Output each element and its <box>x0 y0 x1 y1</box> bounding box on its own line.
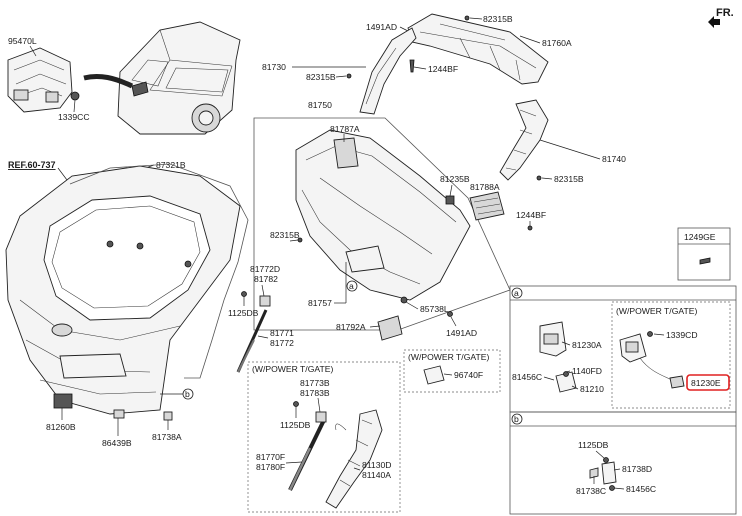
label-81780F: 81780F <box>256 462 285 472</box>
trim-81760A-illustration <box>407 13 549 85</box>
module-95470L-illustration <box>7 47 80 113</box>
label-81750: 81750 <box>308 100 332 110</box>
label-1140FD: 1140FD <box>572 366 602 376</box>
power-latch-81230E-illustration <box>619 331 685 389</box>
label-95470L: 95470L <box>8 36 37 46</box>
weatherstrip-87321B <box>69 163 249 379</box>
label-82315B-left: 82315B <box>306 72 336 82</box>
label-81771: 81771 <box>270 328 294 338</box>
label-81787A: 81787A <box>330 124 360 134</box>
label-81792A: 81792A <box>336 322 366 332</box>
label-81210: 81210 <box>580 384 604 394</box>
label-81772D: 81772D <box>250 264 280 274</box>
power-tailgate-drive-box <box>247 361 401 513</box>
label-82315B-top: 82315B <box>483 14 513 24</box>
drive-unit-81130D-illustration <box>325 409 383 509</box>
label-81757: 81757 <box>308 298 332 308</box>
label-81235B: 81235B <box>440 174 470 184</box>
label-81770F: 81770F <box>256 452 285 462</box>
label-1339CD: 1339CD <box>666 330 698 340</box>
label-81456C-b: 81456C <box>626 484 656 494</box>
section-a-label: a <box>514 288 519 298</box>
highlight-81230E <box>686 374 730 391</box>
label-81738A: 81738A <box>152 432 182 442</box>
label-81760A: 81760A <box>542 38 572 48</box>
label-85738L: 85738L <box>420 304 449 314</box>
label-82315B-mid: 82315B <box>270 230 300 240</box>
front-direction-indicator: FR. <box>708 7 734 28</box>
label-1491AD-top: 1491AD <box>366 22 397 32</box>
label-1125DB-a: 1125DB <box>228 308 259 318</box>
label-87321B: 87321B <box>156 160 186 170</box>
section-b-label: b <box>514 414 519 424</box>
power-tailgate-label-1: (W/POWER T/GATE) <box>408 352 489 362</box>
reference-label: REF.60-737 <box>8 160 56 170</box>
part-1249GE-box <box>677 227 731 281</box>
power-tailgate-label-3: (W/POWER T/GATE) <box>616 306 697 316</box>
label-81772: 81772 <box>270 338 294 348</box>
label-1249GE: 1249GE <box>684 232 716 242</box>
clip-1249GE-icon <box>699 257 711 265</box>
callout-a-circle <box>346 280 358 292</box>
section-b-box <box>509 411 737 515</box>
label-81140A: 81140A <box>362 470 391 480</box>
label-1339CC: 1339CC <box>58 112 90 122</box>
label-81230E: 81230E <box>691 378 721 388</box>
label-1491AD-mid: 1491AD <box>446 328 477 338</box>
front-arrow-icon <box>708 16 720 28</box>
switch-96740F-icon <box>423 365 445 385</box>
fr-label: FR. <box>716 7 734 19</box>
label-81773B: 81773B <box>300 378 330 388</box>
label-81730: 81730 <box>262 62 286 72</box>
label-1125DB-c: 1125DB <box>578 440 609 450</box>
label-1244BF-top: 1244BF <box>428 64 458 74</box>
label-1125DB-b: 1125DB <box>280 420 311 430</box>
callout-b-label: b <box>185 389 190 399</box>
trim-panel-81750-illustration <box>295 129 533 341</box>
label-81740: 81740 <box>602 154 626 164</box>
strut-bracket-81772D <box>259 295 271 307</box>
trim-81740-illustration <box>499 99 549 181</box>
vehicle-rear-view-illustration <box>83 21 241 135</box>
label-1244BF-mid: 1244BF <box>516 210 546 220</box>
label-81783B: 81783B <box>300 388 330 398</box>
tailgate-illustration <box>5 165 241 421</box>
label-81230A: 81230A <box>572 340 602 350</box>
label-81456C-a: 81456C <box>512 372 542 382</box>
label-81738C: 81738C <box>576 486 606 496</box>
power-tailgate-label-2: (W/POWER T/GATE) <box>252 364 333 374</box>
label-96740F: 96740F <box>454 370 483 380</box>
label-86439B: 86439B <box>102 438 132 448</box>
label-81260B: 81260B <box>46 422 76 432</box>
label-81788A: 81788A <box>470 182 500 192</box>
label-81782: 81782 <box>254 274 278 284</box>
power-tailgate-96740F-box <box>403 349 501 393</box>
label-82315B-right: 82315B <box>554 174 584 184</box>
label-81130D: 81130D <box>362 460 391 470</box>
latch-81230A-illustration <box>539 321 577 393</box>
striker-81738D-illustration <box>589 457 617 491</box>
label-81738D: 81738D <box>622 464 652 474</box>
callout-a-label: a <box>349 281 354 291</box>
spoiler-81730-illustration <box>359 27 417 115</box>
